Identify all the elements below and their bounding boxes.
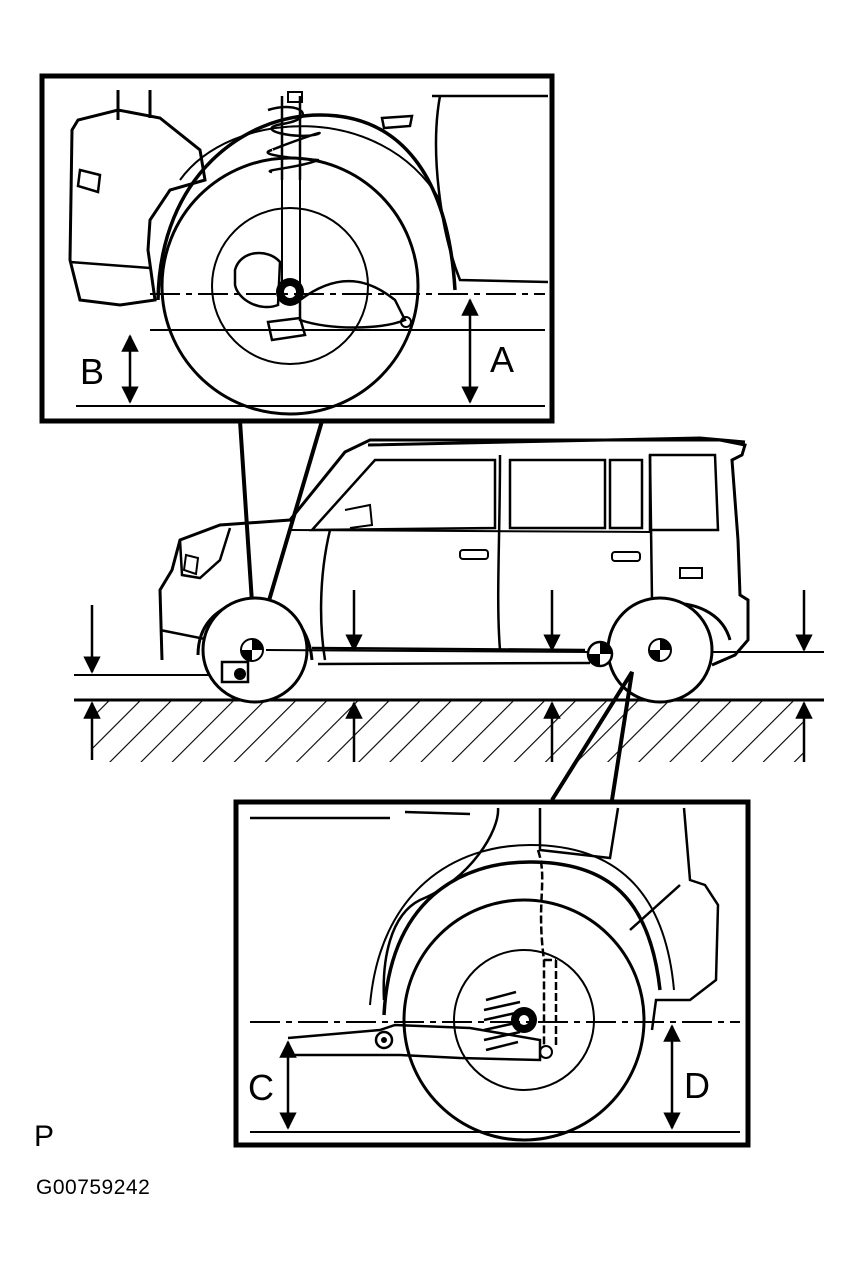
rear-coil-spring — [483, 990, 521, 1052]
door-divider — [496, 454, 502, 651]
front-door-handle — [459, 549, 489, 560]
front-wheel-arch — [156, 113, 457, 301]
view-code-label: P — [34, 1120, 55, 1153]
rear-wheel-arch — [382, 860, 662, 1016]
rear-window — [648, 453, 720, 532]
rear-inset-frame — [233, 799, 751, 1148]
label-c: C — [248, 1067, 274, 1108]
front-coil-spring — [266, 105, 321, 174]
rear-hub-marker — [648, 638, 672, 662]
figure-id-label: G00759242 — [36, 1176, 151, 1199]
rear-wheel-inset: C D — [233, 799, 751, 1148]
rear-mount-marker — [586, 640, 614, 668]
front-window — [309, 458, 497, 532]
ground-hatching — [92, 700, 804, 762]
rear-door-handle — [611, 551, 641, 562]
vehicle-side-view — [74, 436, 824, 762]
vehicle-body — [158, 438, 750, 667]
front-arm-marker — [220, 660, 250, 684]
front-inset-frame — [39, 73, 555, 424]
label-b: B — [80, 351, 104, 392]
rear-tire — [402, 898, 646, 1142]
quarter-window — [608, 458, 644, 530]
front-wheel-inset: B A — [39, 73, 555, 424]
front-door-edge — [319, 529, 332, 661]
front-bumper-detail — [68, 108, 207, 307]
label-a: A — [490, 339, 514, 380]
rear-callout-line — [550, 670, 634, 802]
label-d: D — [684, 1065, 710, 1106]
front-hub-marker — [240, 638, 264, 662]
rear-door-window — [508, 458, 607, 530]
